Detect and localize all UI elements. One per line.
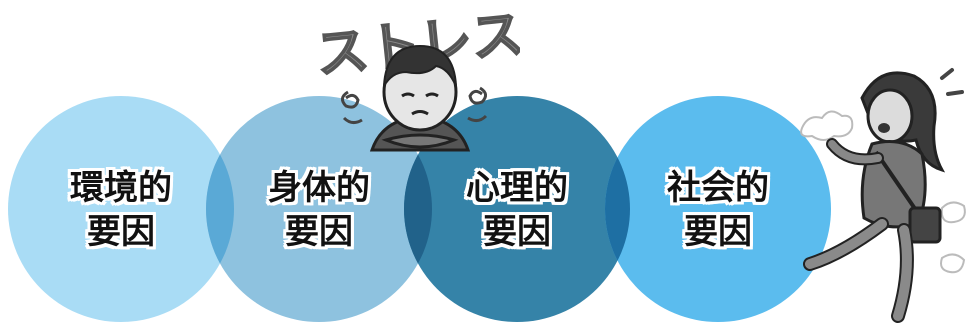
circle-environmental: [8, 96, 234, 322]
factor-label-psychological: 心理的 要因: [447, 166, 587, 254]
stressed-man-illustration: ストレス: [320, 3, 520, 152]
circle-social: [605, 96, 831, 322]
factor-label-line2: 要因: [684, 212, 752, 252]
factor-label-line1: 心理的: [466, 168, 568, 208]
factor-label-line1: 身体的: [268, 168, 370, 208]
factor-label-physical: 身体的 要因: [249, 166, 389, 254]
factor-label-line1: 社会的: [667, 168, 769, 208]
factor-label-social: 社会的 要因: [648, 166, 788, 254]
factor-label-line2: 要因: [87, 212, 155, 252]
factor-label-line2: 要因: [285, 212, 353, 252]
fleeing-woman-illustration: [800, 68, 966, 323]
factor-label-line2: 要因: [483, 212, 551, 252]
factor-label-line1: 環境的: [70, 168, 172, 208]
factor-label-environmental: 環境的 要因: [51, 166, 191, 254]
